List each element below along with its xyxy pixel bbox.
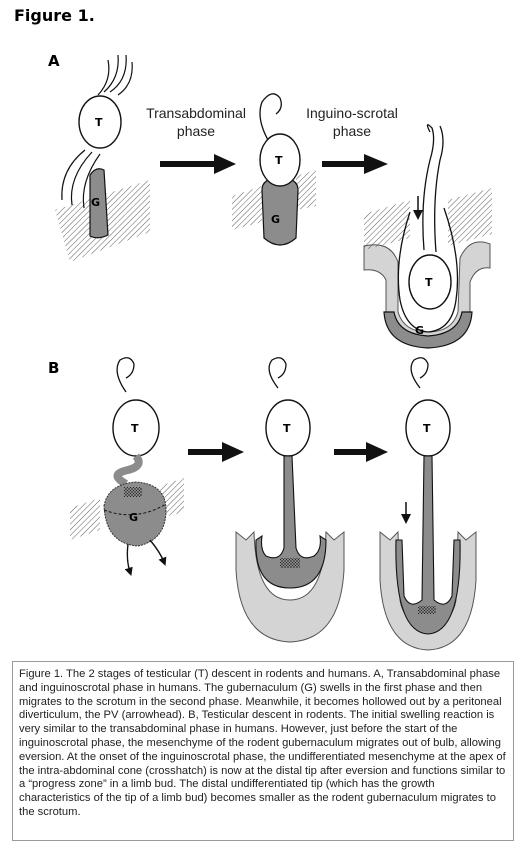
transabdominal-phase-line1: Transabdominal bbox=[146, 105, 246, 121]
b2-crosshatch-apex bbox=[280, 558, 300, 568]
figure-caption: Figure 1. The 2 stages of testicular (T)… bbox=[19, 668, 506, 818]
b1-crosshatch-apex bbox=[124, 487, 142, 497]
b2-cord bbox=[268, 357, 287, 389]
a1-testis bbox=[78, 95, 122, 149]
a3-testis bbox=[408, 254, 452, 310]
a3-cord-outer bbox=[434, 125, 444, 253]
b1-gubernaculum-label: G bbox=[129, 511, 138, 524]
a3-gubernaculum-label: G bbox=[415, 324, 424, 337]
a3-processus-vaginalis bbox=[397, 207, 459, 333]
b-arrow-1 bbox=[188, 442, 244, 462]
a2-abdominal-wall bbox=[232, 170, 316, 230]
b3-testis-label: T bbox=[423, 422, 431, 435]
b1-testis-label: T bbox=[131, 422, 139, 435]
a2-gubernaculum bbox=[261, 177, 299, 246]
b1-gubernacular-cord bbox=[113, 453, 143, 488]
a2-testis bbox=[259, 133, 301, 187]
transabdominal-phase-arrow bbox=[160, 154, 236, 174]
b2-scrotum bbox=[235, 530, 345, 643]
caption-box: Figure 1. The 2 stages of testicular (T)… bbox=[12, 661, 514, 841]
b2-testis-label: T bbox=[283, 422, 291, 435]
inguino-scrotal-phase-line2: phase bbox=[333, 123, 371, 139]
figure-title: Figure 1. bbox=[14, 6, 95, 25]
inguino-scrotal-phase-line1: Inguino-scrotal bbox=[306, 105, 398, 121]
b-arrow-2 bbox=[334, 442, 388, 462]
a1-spermatic-vessels bbox=[61, 54, 133, 209]
figure-diagram: A T G Transabdominal phase T G Inguino-s… bbox=[48, 52, 492, 651]
a1-gubernaculum bbox=[89, 168, 109, 239]
a2-testis-label: T bbox=[275, 154, 283, 167]
b1-dashed-line bbox=[103, 503, 167, 516]
a2-gubernaculum-label: G bbox=[271, 213, 280, 226]
b1-migration-arrows bbox=[124, 539, 167, 576]
b1-gubernacular-bulb bbox=[103, 481, 167, 547]
pv-arrowhead-b bbox=[401, 502, 411, 524]
transabdominal-phase-line2: phase bbox=[177, 123, 215, 139]
b3-gubernaculum bbox=[395, 455, 461, 635]
panel-a-label: A bbox=[48, 52, 60, 70]
a1-gubernaculum-label: G bbox=[91, 196, 100, 209]
b3-cord bbox=[410, 357, 429, 389]
a1-testis-label: T bbox=[95, 116, 103, 129]
a3-cord bbox=[422, 124, 435, 251]
a3-testis-label: T bbox=[425, 276, 433, 289]
pv-arrowhead bbox=[413, 196, 423, 220]
b2-gubernaculum bbox=[255, 455, 327, 589]
a3-gubernaculum bbox=[383, 311, 473, 349]
inguino-scrotal-phase-arrow bbox=[322, 154, 388, 174]
b3-crosshatch-tip bbox=[418, 606, 436, 614]
b1-cord bbox=[116, 357, 135, 393]
a2-cord bbox=[259, 93, 282, 141]
panel-b-label: B bbox=[48, 359, 59, 377]
